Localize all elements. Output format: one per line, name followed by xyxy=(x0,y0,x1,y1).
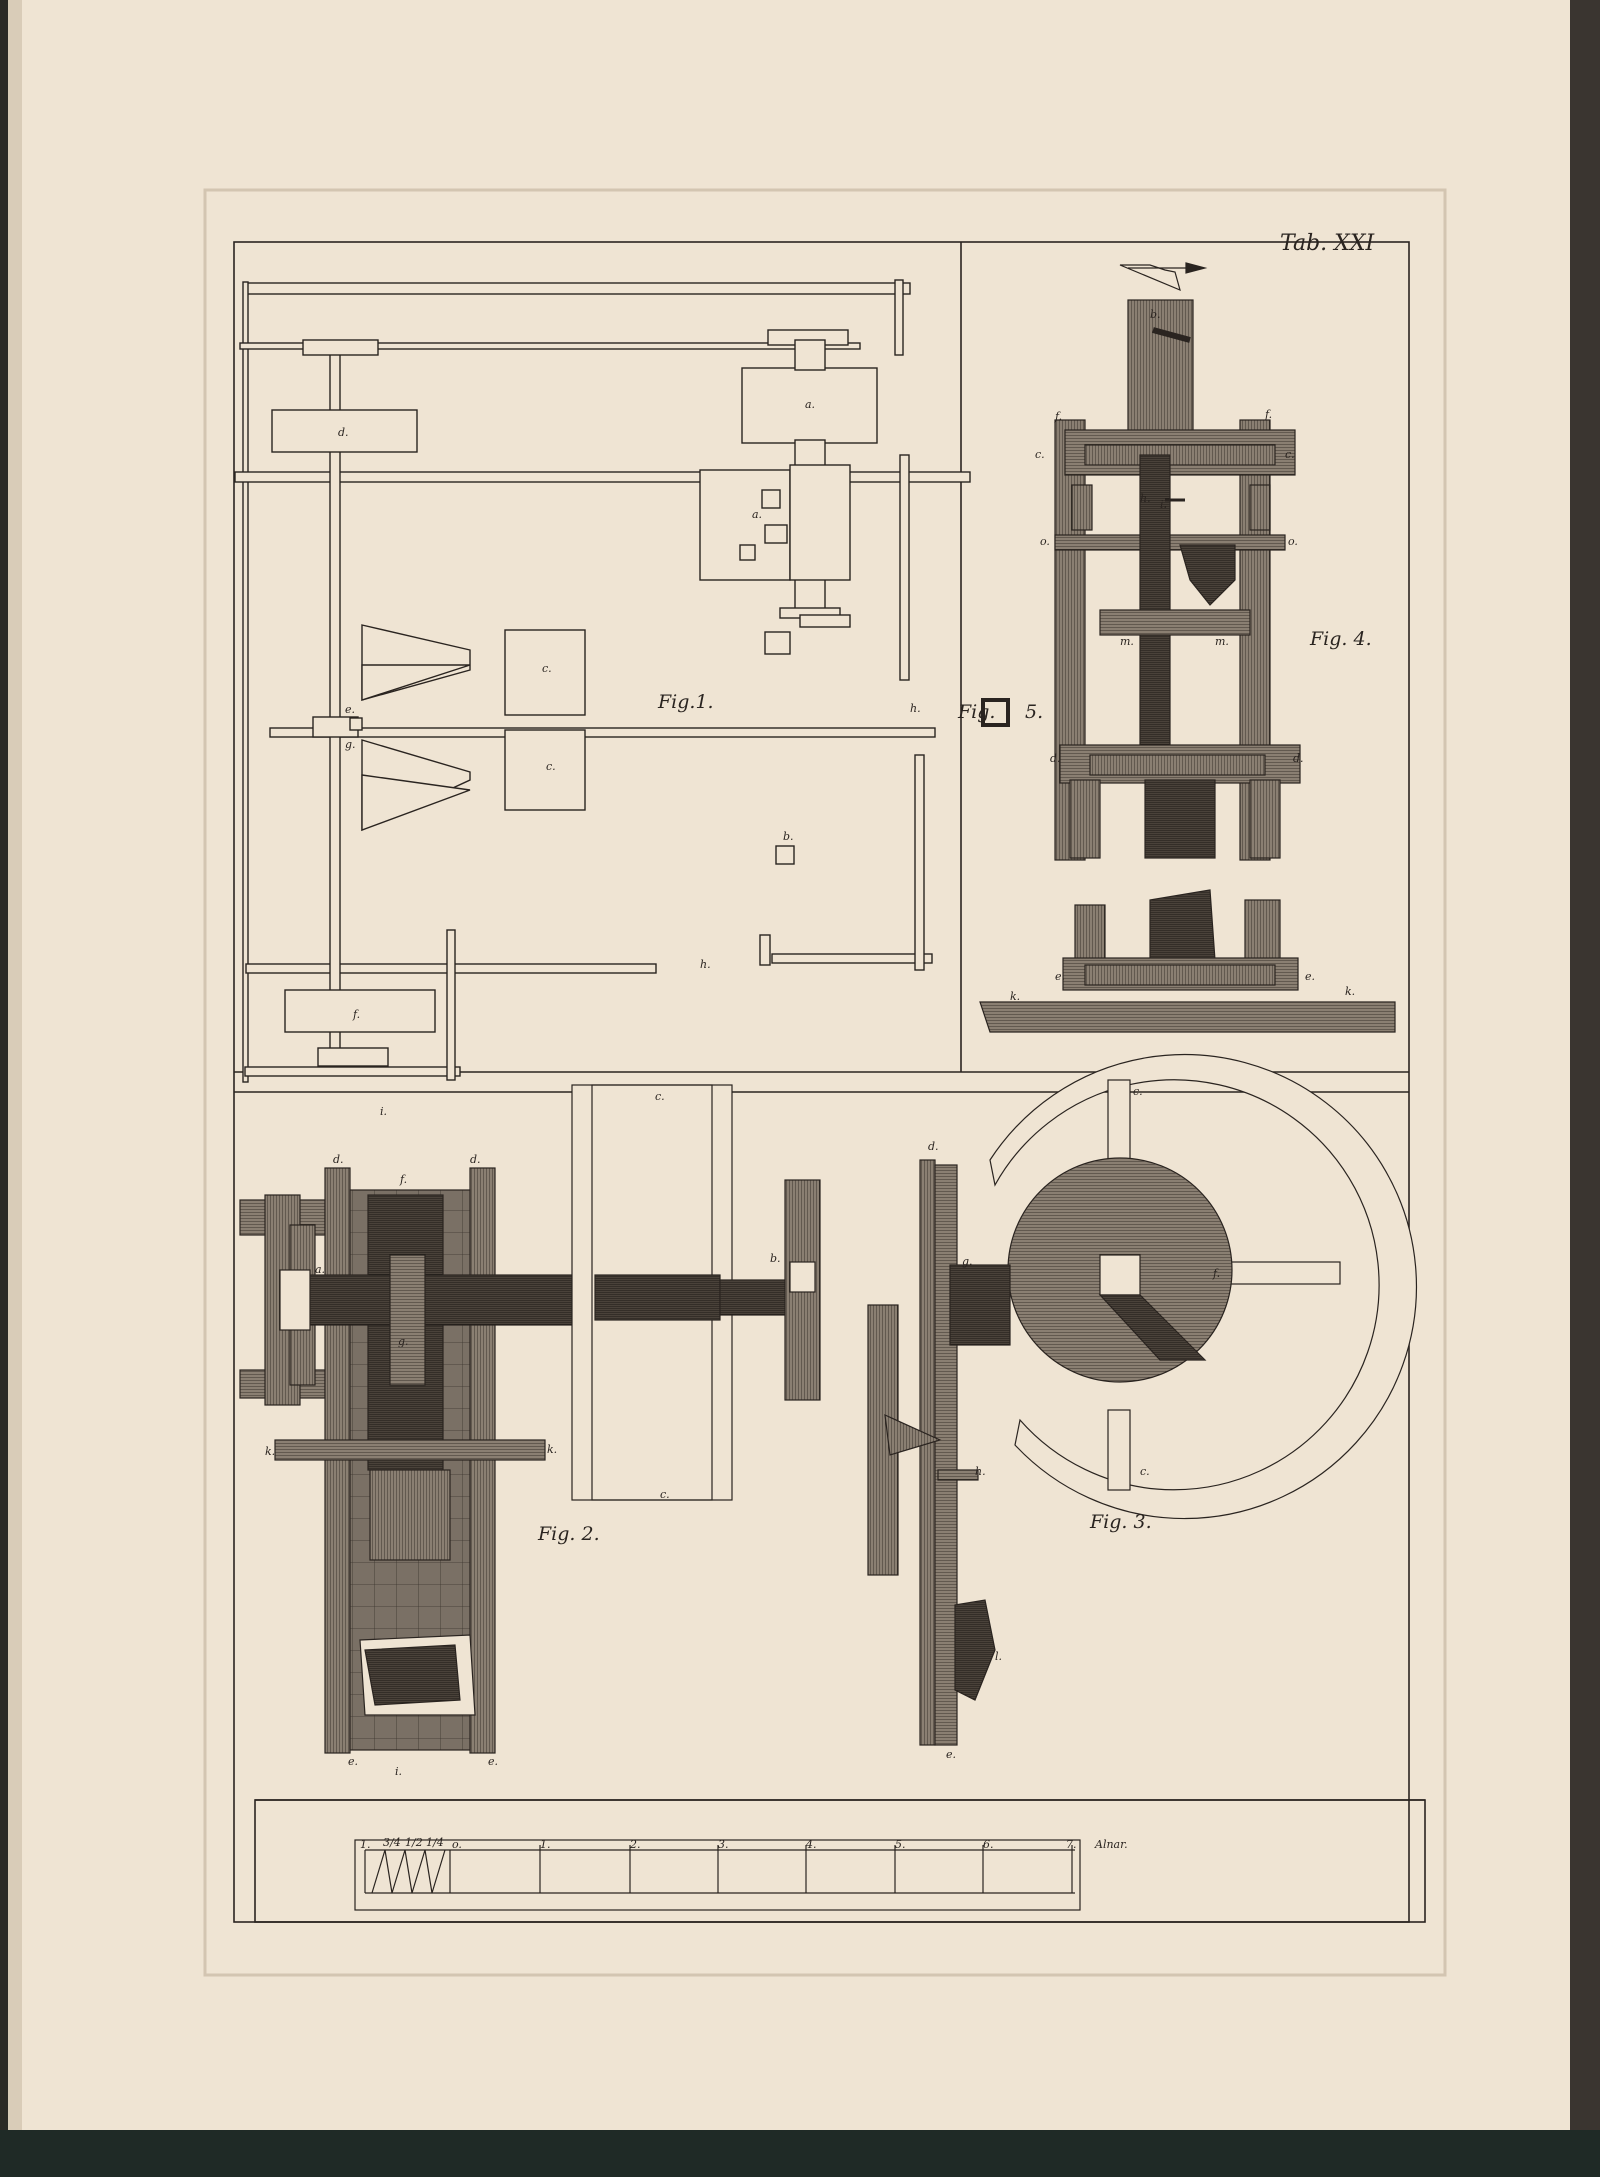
svg-text:o.: o. xyxy=(452,1838,462,1851)
svg-text:h.: h. xyxy=(700,958,711,971)
plate-impression xyxy=(203,188,1447,1977)
svg-text:o.: o. xyxy=(1040,535,1050,548)
svg-text:e.: e. xyxy=(946,1748,956,1761)
svg-text:1/2: 1/2 xyxy=(405,1836,423,1849)
svg-text:d.: d. xyxy=(333,1153,344,1166)
svg-text:c.: c. xyxy=(1285,448,1295,461)
fig3-caption: Fig. 3. xyxy=(1089,1511,1152,1533)
svg-text:i.: i. xyxy=(380,1105,387,1118)
svg-text:h.: h. xyxy=(1140,492,1151,505)
scale-unit: Alnar. xyxy=(1094,1838,1128,1851)
svg-text:c.: c. xyxy=(1035,448,1045,461)
svg-text:m.: m. xyxy=(1120,635,1134,648)
svg-text:c.: c. xyxy=(1140,1465,1150,1478)
svg-text:g.: g. xyxy=(345,738,356,751)
svg-text:3/4: 3/4 xyxy=(383,1836,401,1849)
svg-text:k.: k. xyxy=(1010,990,1020,1003)
svg-text:f.: f. xyxy=(1212,1267,1220,1280)
scale-bar xyxy=(354,1839,1081,1911)
svg-text:h.: h. xyxy=(975,1465,986,1478)
svg-text:f.: f. xyxy=(1054,410,1062,423)
svg-text:a.: a. xyxy=(805,398,815,411)
svg-text:d.: d. xyxy=(470,1153,481,1166)
svg-text:d.: d. xyxy=(1293,752,1304,765)
svg-text:e.: e. xyxy=(488,1755,498,1768)
svg-text:1.: 1. xyxy=(540,1838,551,1851)
svg-text:o.: o. xyxy=(1288,535,1298,548)
fig5-part: Fig. 5. xyxy=(957,698,1043,727)
fig1-plan xyxy=(234,279,971,1083)
fig4-letters: f. f. c. c. b. h. i. o. o. m. m. d. d. k… xyxy=(1010,308,1372,1003)
fig3-machine xyxy=(867,1053,1418,1746)
svg-text:c.: c. xyxy=(660,1488,670,1501)
svg-text:m.: m. xyxy=(1215,635,1229,648)
plate-title: Tab. XXI xyxy=(1280,231,1375,256)
svg-text:c.: c. xyxy=(655,1090,665,1103)
svg-text:k.: k. xyxy=(265,1445,275,1458)
svg-text:f.: f. xyxy=(399,1173,407,1186)
svg-text:b.: b. xyxy=(1150,308,1161,321)
svg-text:d.: d. xyxy=(1050,752,1061,765)
svg-text:6.: 6. xyxy=(983,1838,994,1851)
fig1-letters: d. a. a. c. c. e. g. f. h. b. h. Fig.1. xyxy=(338,398,921,1021)
svg-text:f.: f. xyxy=(1264,408,1272,421)
svg-text:c.: c. xyxy=(546,760,556,773)
fig4-press xyxy=(979,262,1396,1033)
svg-text:5.: 5. xyxy=(895,1838,906,1851)
fig3-letters: d. c. c. g. f. h. e. l. Fig. 3. xyxy=(928,1085,1220,1761)
svg-text:e.: e. xyxy=(345,703,355,716)
svg-text:e.: e. xyxy=(1305,970,1315,983)
svg-text:4.: 4. xyxy=(805,1838,817,1851)
svg-text:a.: a. xyxy=(315,1263,325,1276)
svg-text:f.: f. xyxy=(352,1008,360,1021)
svg-text:c.: c. xyxy=(542,662,552,675)
svg-text:h.: h. xyxy=(910,702,921,715)
fig5-caption-a: Fig. xyxy=(957,701,995,723)
svg-text:b.: b. xyxy=(770,1252,781,1265)
svg-text:a.: a. xyxy=(752,508,762,521)
svg-text:i.: i. xyxy=(1160,498,1167,511)
svg-text:b.: b. xyxy=(783,830,794,843)
fig5-caption-b: 5. xyxy=(1025,701,1043,723)
svg-text:1/4: 1/4 xyxy=(426,1836,444,1849)
svg-text:7.: 7. xyxy=(1066,1838,1077,1851)
fig2-caption: Fig. 2. xyxy=(537,1523,600,1545)
svg-text:d.: d. xyxy=(928,1140,939,1153)
svg-text:i.: i. xyxy=(395,1765,402,1778)
frames xyxy=(233,241,1426,1923)
fig2-machine xyxy=(239,1084,821,1754)
scale-bar-labels: 1. 3/4 1/2 1/4 o. 1. 2. 3. 4. 5. 6. 7. A… xyxy=(360,1836,1128,1851)
svg-text:e.: e. xyxy=(1055,970,1065,983)
fig2-letters: i. d. d. f. a. b. c. c. k. k. g. e. e. i… xyxy=(265,1090,781,1778)
svg-text:k.: k. xyxy=(547,1443,557,1456)
svg-text:2.: 2. xyxy=(629,1838,641,1851)
svg-text:d.: d. xyxy=(338,426,349,439)
svg-text:l.: l. xyxy=(995,1650,1002,1663)
svg-text:g.: g. xyxy=(398,1335,409,1348)
fig4-caption: Fig. 4. xyxy=(1309,628,1372,650)
svg-text:e.: e. xyxy=(348,1755,358,1768)
svg-text:3.: 3. xyxy=(718,1838,729,1851)
fig1-caption: Fig.1. xyxy=(657,691,714,713)
svg-text:k.: k. xyxy=(1345,985,1355,998)
svg-text:g.: g. xyxy=(962,1255,973,1268)
svg-text:1.: 1. xyxy=(360,1838,371,1851)
svg-text:c.: c. xyxy=(1133,1085,1143,1098)
